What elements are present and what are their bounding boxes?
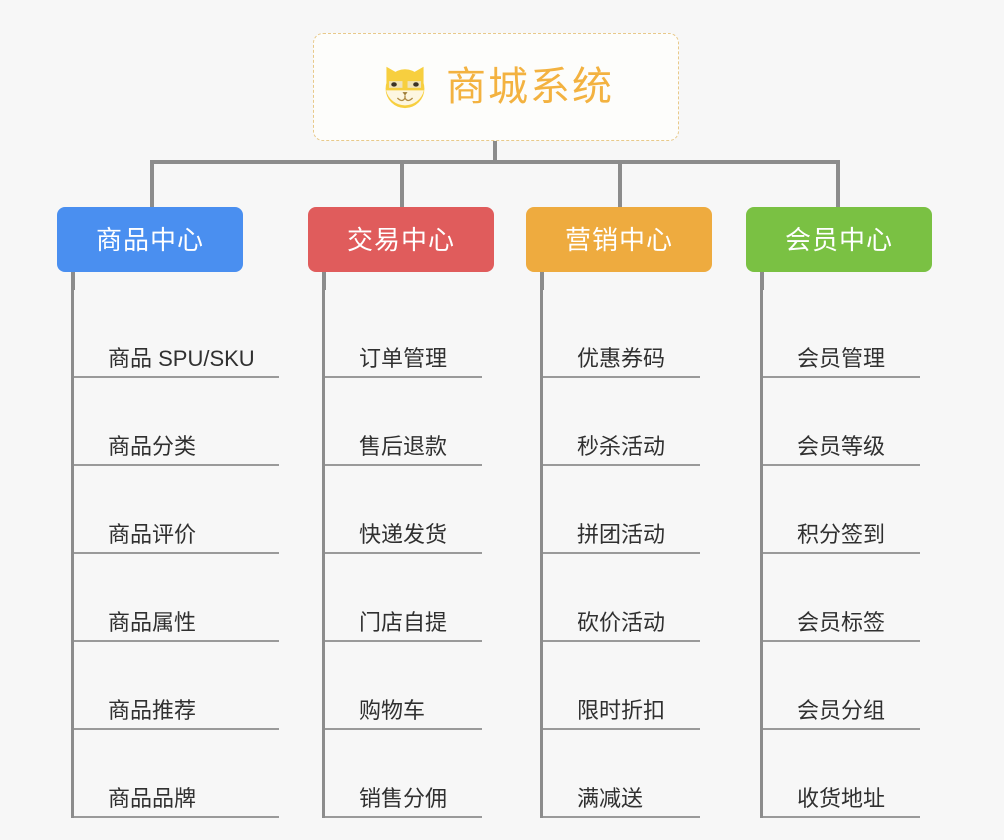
leaf-item-label: 购物车 [359,698,426,723]
leaf-item[interactable]: 秒杀活动 [543,378,700,466]
branch-header-label: 营销中心 [564,224,673,255]
leaf-item[interactable]: 会员分组 [763,642,920,730]
leaf-item[interactable]: 满减送 [543,730,700,818]
branch-4: 会员中心 [746,207,932,272]
connector-horizontal-bus [150,160,840,164]
leaf-item-label: 秒杀活动 [577,434,666,459]
leaf-item-label: 优惠券码 [577,346,666,371]
leaf-item-label: 限时折扣 [577,698,666,723]
leaf-item-label: 商品推荐 [108,698,197,723]
shiba-dog-icon [378,60,432,114]
leaf-item[interactable]: 积分签到 [763,466,920,554]
connector-branch-stub-4 [760,272,764,290]
branch-header-button[interactable]: 交易中心 [308,207,494,272]
branch-header-label: 商品中心 [95,224,204,255]
leaf-item[interactable]: 商品 SPU/SKU [74,290,279,378]
connector-branch-stub-2 [322,272,326,290]
leaf-item-label: 快递发货 [359,522,448,547]
leaf-item[interactable]: 商品分类 [74,378,279,466]
leaf-item-label: 满减送 [577,786,644,811]
branch-header-button[interactable]: 会员中心 [746,207,932,272]
leaf-item-label: 销售分佣 [359,786,448,811]
leaf-item-label: 会员标签 [797,610,886,635]
leaf-item-label: 会员管理 [797,346,886,371]
leaf-item[interactable]: 订单管理 [325,290,482,378]
leaf-item-label: 会员等级 [797,434,886,459]
branch-items-1: 商品 SPU/SKU 商品分类商品评价商品属性商品推荐商品品牌 [71,290,279,818]
leaf-item[interactable]: 售后退款 [325,378,482,466]
branch-items-2: 订单管理售后退款快递发货门店自提购物车销售分佣 [322,290,482,818]
leaf-item-label: 拼团活动 [577,522,666,547]
connector-branch-stub-3 [540,272,544,290]
connector-branch-stub-1 [71,272,75,290]
leaf-item[interactable]: 会员等级 [763,378,920,466]
branch-header-button[interactable]: 商品中心 [57,207,243,272]
branch-items-3: 优惠券码秒杀活动拼团活动砍价活动限时折扣满减送 [540,290,700,818]
leaf-item-label: 订单管理 [359,346,448,371]
leaf-item-label: 商品 SPU/SKU [108,346,255,371]
connector-root-vertical [493,141,497,164]
leaf-item[interactable]: 优惠券码 [543,290,700,378]
leaf-item[interactable]: 购物车 [325,642,482,730]
branch-1: 商品中心 [57,207,243,272]
leaf-item-label: 会员分组 [797,698,886,723]
branch-header-label: 交易中心 [346,224,455,255]
leaf-item[interactable]: 拼团活动 [543,466,700,554]
leaf-item[interactable]: 销售分佣 [325,730,482,818]
leaf-item[interactable]: 快递发货 [325,466,482,554]
leaf-item-label: 收货地址 [797,786,886,811]
connector-drop-4 [836,160,840,207]
leaf-item[interactable]: 商品品牌 [74,730,279,818]
leaf-item-label: 积分签到 [797,522,886,547]
root-node[interactable]: 商城系统 [313,33,679,141]
leaf-item[interactable]: 门店自提 [325,554,482,642]
leaf-item[interactable]: 商品推荐 [74,642,279,730]
root-title: 商城系统 [446,65,614,109]
leaf-item[interactable]: 商品属性 [74,554,279,642]
branch-3: 营销中心 [526,207,712,272]
leaf-item-label: 商品品牌 [108,786,197,811]
branch-header-label: 会员中心 [784,224,893,255]
leaf-item-label: 门店自提 [359,610,448,635]
leaf-item[interactable]: 会员管理 [763,290,920,378]
leaf-item[interactable]: 商品评价 [74,466,279,554]
leaf-item-label: 砍价活动 [577,610,666,635]
leaf-item-label: 商品评价 [108,522,197,547]
leaf-item[interactable]: 限时折扣 [543,642,700,730]
branch-items-4: 会员管理会员等级积分签到会员标签会员分组收货地址 [760,290,920,818]
leaf-item-label: 售后退款 [359,434,448,459]
leaf-item-label: 商品分类 [108,434,197,459]
leaf-item[interactable]: 砍价活动 [543,554,700,642]
connector-drop-3 [618,160,622,207]
leaf-item[interactable]: 会员标签 [763,554,920,642]
branch-header-button[interactable]: 营销中心 [526,207,712,272]
branch-2: 交易中心 [308,207,494,272]
connector-drop-2 [400,160,404,207]
leaf-item-label: 商品属性 [108,610,197,635]
leaf-item[interactable]: 收货地址 [763,730,920,818]
connector-drop-1 [150,160,154,207]
